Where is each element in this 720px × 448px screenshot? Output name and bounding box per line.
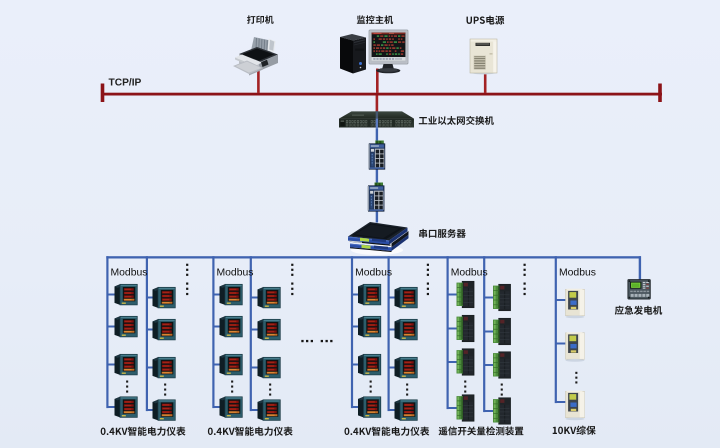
svg-text:Modbus: Modbus: [111, 267, 148, 278]
svg-text:Modbus: Modbus: [451, 267, 488, 278]
svg-text:Modbus: Modbus: [355, 267, 392, 278]
svg-text:Modbus: Modbus: [217, 267, 254, 278]
svg-text:Modbus: Modbus: [559, 267, 596, 278]
svg-text:TCP/IP: TCP/IP: [109, 78, 142, 89]
